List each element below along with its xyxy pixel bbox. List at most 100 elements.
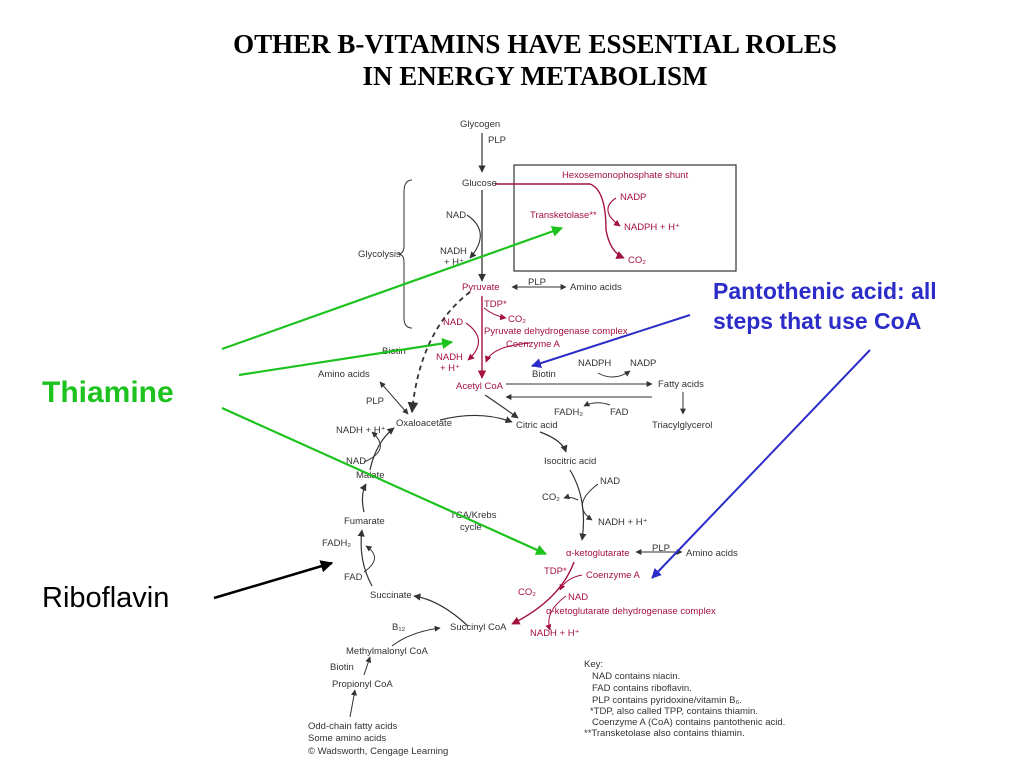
- arrow-oddchain-propionyl: [349, 689, 357, 718]
- label-transketolase: Transketolase**: [530, 210, 597, 221]
- label-plp-akg: PLP: [652, 543, 670, 554]
- arrow-propionyl-methylmalonyl: [363, 656, 372, 676]
- thiamine-pointer-transketolase: [221, 226, 564, 351]
- label-nadh-oaa: NADH + H⁺: [336, 425, 386, 436]
- label-pyruvate: Pyruvate: [462, 282, 500, 293]
- label-glucose: Glucose: [462, 178, 497, 189]
- label-tdp: TDP*: [484, 299, 507, 310]
- label-akg-complex: α-ketoglutarate dehydrogenase complex: [546, 606, 716, 617]
- label-fumarate: Fumarate: [344, 516, 385, 527]
- thiamine-pointer-pdh: [238, 338, 454, 377]
- pantothenic-line-1: Pantothenic acid: all: [713, 278, 937, 304]
- pantothenic-pointers: [531, 314, 871, 579]
- label-tca-line2: cycle: [460, 522, 482, 533]
- key-legend: Key: NAD contains niacin. FAD contains r…: [584, 659, 785, 739]
- arrow-tdp-co2: [483, 307, 507, 321]
- title-line-1: OTHER B-VITAMINS HAVE ESSENTIAL ROLES: [233, 29, 837, 59]
- label-nadh: NADH: [440, 246, 467, 257]
- label-amino-acids-akg: Amino acids: [686, 548, 738, 559]
- label-triacylglycerol: Triacylglycerol: [652, 420, 712, 431]
- label-plus-h-pdh: + H⁺: [440, 363, 460, 374]
- arrow-nad-malate: [363, 431, 381, 463]
- arrow-acetyl-citric: [484, 394, 519, 419]
- label-glycogen: Glycogen: [460, 119, 500, 130]
- label-glycolysis: Glycolysis: [358, 249, 401, 260]
- label-coenzyme-a-akg: Coenzyme A: [586, 570, 641, 581]
- label-acetyl-coa: Acetyl CoA: [456, 381, 504, 392]
- arrow-fad-fadh2: [363, 545, 375, 573]
- label-amino-acids-pyruvate: Amino acids: [570, 282, 622, 293]
- pantothenic-pointer-akg: [651, 349, 871, 579]
- slide-title: OTHER B-VITAMINS HAVE ESSENTIAL ROLES IN…: [140, 28, 930, 92]
- label-citric-acid: Citric acid: [516, 420, 558, 431]
- arrow-amino-oaa: [379, 381, 409, 415]
- label-shunt-title: Hexosemonophosphate shunt: [562, 170, 689, 181]
- pantothenic-label: Pantothenic acid: all steps that use CoA: [713, 276, 1003, 336]
- pathway-arrows: [349, 133, 737, 718]
- label-nad-akg: NAD: [568, 592, 588, 603]
- label-some-amino: Some amino acids: [308, 733, 386, 744]
- label-nad-malate: NAD: [346, 456, 366, 467]
- arrow-nadph-fa: [597, 370, 631, 378]
- arrow-coa: [485, 342, 531, 363]
- label-copyright: © Wadsworth, Cengage Learning: [308, 746, 448, 757]
- arrow-coa-akg: [559, 574, 583, 591]
- arrow-nad-nadh-pdh: [465, 322, 480, 361]
- arrow-succinyl-succinate: [413, 593, 469, 627]
- dashed-pyruvate-oaa: [407, 291, 471, 414]
- title-line-2: IN ENERGY METABOLISM: [362, 61, 708, 91]
- arrow-iso-akg: [569, 469, 587, 541]
- label-fadh2-cycle: FADH₂: [322, 538, 351, 549]
- label-propionyl-coa: Propionyl CoA: [332, 679, 393, 690]
- label-alpha-kg: α-ketoglutarate: [566, 548, 630, 559]
- riboflavin-pointer: [213, 560, 334, 600]
- label-plp-top: PLP: [488, 135, 506, 146]
- label-co2-pdh: CO₂: [508, 314, 526, 325]
- label-nadh-akg: NADH + H⁺: [530, 628, 580, 639]
- thiamine-pointer-akg: [221, 406, 548, 556]
- label-nadp-fa: NADP: [630, 358, 656, 369]
- label-co2-akg: CO₂: [518, 587, 536, 598]
- label-nad-iso: NAD: [600, 476, 620, 487]
- key-line-6: **Transketolase also contains thiamin.: [584, 728, 745, 739]
- label-nadh-iso: NADH + H⁺: [598, 517, 648, 528]
- label-oxaloacetate: Oxaloacetate: [396, 418, 452, 429]
- red-pathway-labels: Hexosemonophosphate shunt NADP Transketo…: [436, 170, 716, 639]
- arrow-fad-fa: [583, 400, 611, 407]
- label-fad-cycle: FAD: [344, 572, 363, 583]
- label-nad-pdh: NAD: [443, 317, 463, 328]
- pantothenic-pointer-pdh: [531, 314, 691, 368]
- label-biotin-bottom: Biotin: [330, 662, 354, 673]
- label-biotin-fa: Biotin: [532, 369, 556, 380]
- glycolysis-brace: [397, 179, 413, 329]
- label-amino-acids-left: Amino acids: [318, 369, 370, 380]
- label-succinate: Succinate: [370, 590, 412, 601]
- label-plp-pyruvate: PLP: [528, 277, 546, 288]
- key-title: Key:: [584, 659, 603, 670]
- arrow-co2-iso: [563, 493, 579, 501]
- arrow-methylmalonyl-succinyl: [391, 625, 441, 647]
- shunt-box: [513, 164, 737, 272]
- key-line-2: FAD contains riboflavin.: [592, 683, 692, 694]
- label-nad-glycolysis: NAD: [446, 210, 466, 221]
- label-fatty-acids: Fatty acids: [658, 379, 704, 390]
- pathway-labels: Glycogen PLP Glucose NAD NADH + H⁺ Glyco…: [308, 119, 738, 757]
- label-methylmalonyl-coa: Methylmalonyl CoA: [346, 646, 428, 657]
- label-co2-iso: CO₂: [542, 492, 560, 503]
- label-nadph-shunt: NADPH + H⁺: [624, 222, 680, 233]
- label-fad-fa: FAD: [610, 407, 629, 418]
- shunt-nadp-arrow: [607, 197, 621, 227]
- label-nadh-pdh: NADH: [436, 352, 463, 363]
- arrow-nad-iso: [582, 483, 599, 521]
- arrow-malate-oaa: [369, 427, 395, 471]
- label-co2-shunt: CO₂: [628, 255, 646, 266]
- pantothenic-line-2: steps that use CoA: [713, 308, 922, 334]
- label-succinyl-coa: Succinyl CoA: [450, 622, 507, 633]
- label-tca-line1: TCA/Krebs: [450, 510, 497, 521]
- label-pdh-complex: Pyruvate dehydrogenase complex: [484, 326, 628, 337]
- label-coenzyme-a-pdh: Coenzyme A: [506, 339, 561, 350]
- arrow-fumarate-malate: [359, 483, 367, 513]
- arrow-succinate-fumarate: [357, 529, 373, 587]
- arrow-oaa-citric: [439, 414, 513, 424]
